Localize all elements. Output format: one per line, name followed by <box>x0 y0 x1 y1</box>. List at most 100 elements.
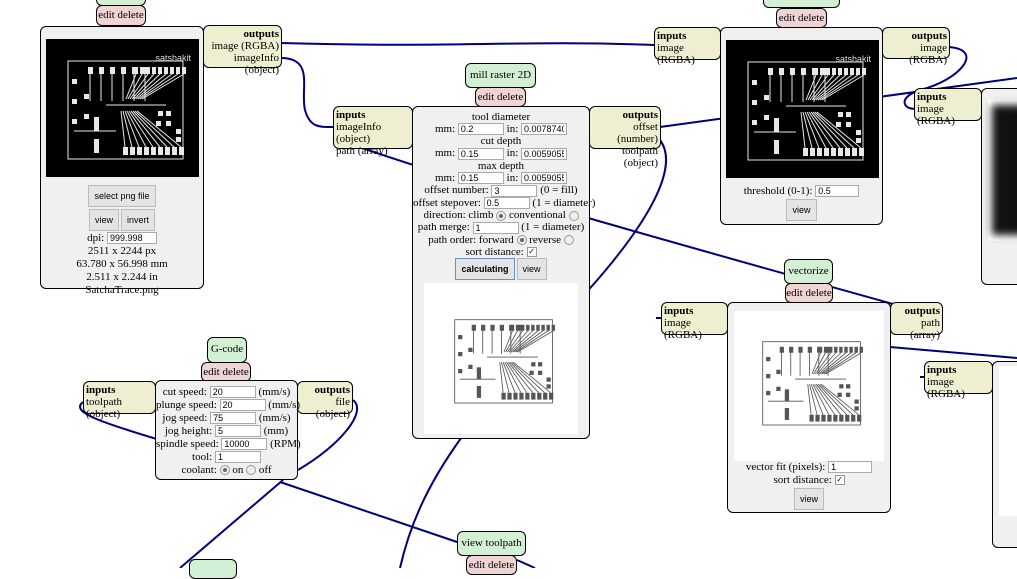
output-image[interactable]: image (RGBA) <box>909 42 947 66</box>
reverse-radio[interactable] <box>563 235 574 246</box>
threshold-outputs[interactable]: outputs image (RGBA) <box>882 27 950 66</box>
view-toolpath-title[interactable]: view toolpath <box>457 531 526 556</box>
offset-number-hint: (0 = fill) <box>540 184 578 197</box>
pcb-trace <box>525 392 530 400</box>
input-toolpath[interactable]: toolpath (object) <box>86 396 123 420</box>
coolant-off-radio[interactable] <box>246 465 257 476</box>
tool-input[interactable] <box>214 451 261 464</box>
input-image[interactable]: image (RGBA) <box>657 42 695 66</box>
tool-diameter-in[interactable] <box>521 123 568 136</box>
pcb-trace <box>88 67 93 74</box>
read-png-outputs[interactable]: outputs image (RGBA) imageInfo (object) <box>203 25 282 76</box>
tool-diameter-mm[interactable] <box>457 123 504 136</box>
max-depth-in[interactable] <box>521 172 568 185</box>
edit-delete-button[interactable]: edit delete <box>466 555 517 575</box>
invert-button[interactable]: invert <box>121 209 156 231</box>
edit-delete-button[interactable]: edit delete <box>475 87 526 107</box>
vectorize-title[interactable]: vectorize <box>784 259 833 284</box>
input-image[interactable]: image (RGBA) <box>927 376 965 400</box>
pcb-trace <box>832 68 836 75</box>
pcb-trace <box>490 324 495 331</box>
cut-depth-in[interactable] <box>521 147 568 160</box>
pcb-trace <box>859 148 864 156</box>
pcb-trace <box>541 324 545 331</box>
forward-radio[interactable] <box>516 235 527 246</box>
plunge-speed-input[interactable] <box>219 399 266 412</box>
dpi-input[interactable] <box>106 232 157 245</box>
merge-input[interactable] <box>472 221 519 234</box>
mill-title[interactable]: mill raster 2D <box>465 63 536 88</box>
pcb-trace <box>752 80 757 85</box>
gcode-outputs[interactable]: outputs file (object) <box>297 381 353 420</box>
jog-speed-input[interactable] <box>210 412 257 425</box>
stepover-input[interactable] <box>483 197 530 210</box>
pcb-trace <box>817 74 853 101</box>
climb-radio[interactable] <box>496 210 507 221</box>
calculate-button[interactable]: calculating <box>455 258 515 280</box>
threshold-inputs[interactable]: inputs image (RGBA) <box>654 27 721 66</box>
pcb-trace <box>506 361 528 394</box>
output-path[interactable]: path (array) <box>910 317 940 341</box>
pcb-trace <box>854 346 858 353</box>
cut-depth-label: cut depth <box>480 135 522 148</box>
gcode-title[interactable]: G-code <box>207 337 247 363</box>
pcb-trace <box>846 122 851 127</box>
sort-checkbox[interactable]: ✓ <box>834 475 845 486</box>
input-imageinfo[interactable]: imageInfo (object) <box>336 121 382 145</box>
input-path[interactable]: path (array) <box>336 145 388 157</box>
view-button[interactable]: view <box>516 258 547 280</box>
module-title[interactable] <box>189 559 237 579</box>
pcb-trace <box>134 67 138 74</box>
pcb-trace <box>476 386 482 398</box>
cut-speed-input[interactable] <box>209 386 256 399</box>
vectorize-inputs[interactable]: inputs image (RGBA) <box>661 302 728 341</box>
output-offset[interactable]: offset (number) <box>617 121 658 145</box>
mill-inputs[interactable]: inputs imageInfo (object) path (array) <box>333 106 413 157</box>
size-px: 2511 x 2244 px <box>87 245 157 257</box>
output-toolpath[interactable]: toolpath (object) <box>621 145 658 169</box>
input-image[interactable]: image (RGBA) <box>664 317 702 341</box>
pcb-trace <box>862 68 866 75</box>
right-module-inputs[interactable]: inputs image (RGBA) <box>924 361 993 400</box>
view-button[interactable]: view <box>786 199 817 221</box>
input-image[interactable]: image (RGBA) <box>917 103 955 127</box>
edit-delete-button[interactable]: edit delete <box>201 362 251 382</box>
pcb-trace <box>807 384 812 415</box>
wire-gcode-input <box>79 401 161 441</box>
sort-checkbox[interactable]: ✓ <box>526 247 537 258</box>
vectorize-panel: vector fit (pixels): sort distance: ✓ vi… <box>727 302 891 513</box>
pcb-trace <box>816 352 837 375</box>
gcode-inputs[interactable]: inputs toolpath (object) <box>83 381 156 420</box>
pcb-trace <box>137 147 142 155</box>
cut-depth-mm[interactable] <box>457 147 504 160</box>
pcb-trace <box>821 352 852 375</box>
vector-fit-input[interactable] <box>828 461 873 474</box>
threshold-input[interactable] <box>815 185 860 198</box>
output-image[interactable]: image (RGBA) <box>211 40 279 52</box>
spindle-speed-input[interactable] <box>221 438 268 451</box>
pcb-trace <box>123 147 128 155</box>
edit-delete-button[interactable]: edit delete <box>96 5 146 26</box>
pcb-trace <box>839 384 844 389</box>
pcb-trace <box>856 130 861 135</box>
vectorize-outputs[interactable]: outputs path (array) <box>890 302 943 341</box>
view-button[interactable]: view <box>88 209 119 231</box>
in-label: in: <box>506 171 519 184</box>
view-button[interactable]: view <box>793 488 824 510</box>
threshold-title[interactable] <box>763 0 840 8</box>
select-png-button[interactable]: select png file <box>88 185 156 207</box>
offset-number-input[interactable] <box>491 184 538 197</box>
output-file[interactable]: file (object) <box>315 396 350 420</box>
edit-delete-button[interactable]: edit delete <box>785 283 833 303</box>
blur-inputs[interactable]: inputs image (RGBA) <box>914 88 982 127</box>
pcb-trace <box>831 148 836 156</box>
max-depth-mm[interactable] <box>457 172 504 185</box>
mill-outputs[interactable]: outputs offset (number) toolpath (object… <box>589 106 661 169</box>
pcb-trace <box>837 392 842 397</box>
jog-height-input[interactable] <box>214 425 261 438</box>
edit-delete-button[interactable]: edit delete <box>776 8 827 28</box>
output-imageinfo[interactable]: imageInfo (object) <box>233 52 279 76</box>
pcb-trace <box>458 369 463 374</box>
coolant-on-radio[interactable] <box>219 465 230 476</box>
conventional-radio[interactable] <box>568 210 579 221</box>
